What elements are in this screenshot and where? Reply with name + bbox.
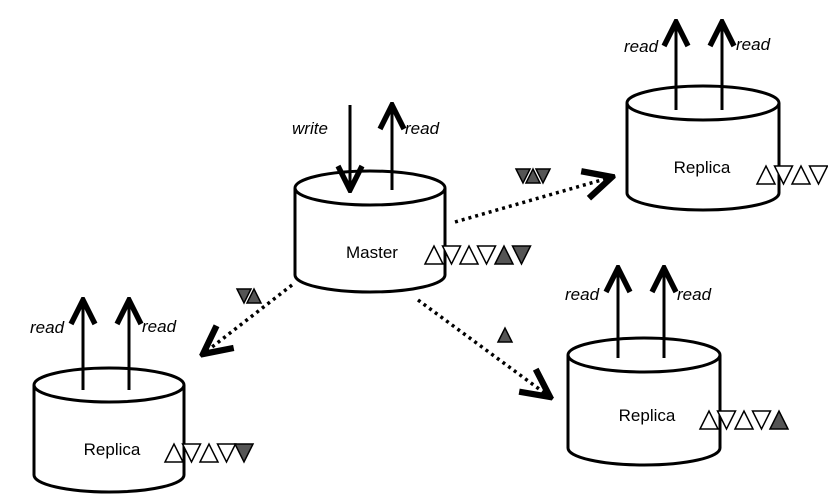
in-flight-token [534, 168, 552, 185]
replica-bottom-right-node: Replica read read [565, 268, 790, 467]
in-flight-token [514, 168, 532, 185]
in-flight-token [524, 167, 542, 184]
replica-bottom-left-read-label-2: read [142, 317, 177, 336]
replica-bottom-right-cylinder [566, 355, 722, 467]
in-flight-tokens-top-right [514, 167, 552, 185]
queue-token [423, 244, 445, 265]
replica-bottom-left-cylinder-top [32, 366, 186, 404]
replica-top-right-cylinder-top [625, 84, 781, 122]
master-cylinder [293, 188, 447, 294]
queue-token [458, 244, 480, 265]
queue-token [751, 410, 772, 431]
replica-top-right-queue [755, 164, 828, 186]
queue-token [163, 442, 185, 463]
replica-bottom-right-queue [698, 409, 790, 431]
replica-top-right-read-label-2: read [736, 35, 771, 54]
queue-token [441, 245, 462, 266]
master-read-label: read [405, 119, 440, 138]
in-flight-token [235, 288, 253, 305]
queue-token [808, 165, 828, 186]
queue-token [511, 245, 532, 266]
replica-top-right-cylinder [625, 103, 781, 212]
in-flight-tokens-bottom-right [496, 326, 514, 343]
replica-bottom-left-read-label-1: read [30, 318, 65, 337]
in-flight-token [245, 287, 263, 304]
edge-master-to-replica-bottom-right [416, 298, 550, 397]
replica-bottom-right-read-label-2: read [677, 285, 712, 304]
queue-token [733, 409, 755, 430]
queue-token [198, 442, 220, 463]
replica-top-right-node: Replica read read [624, 22, 828, 212]
master-write-label: write [292, 119, 328, 138]
queue-token [493, 244, 515, 265]
in-flight-token [496, 326, 514, 343]
queue-token [698, 409, 720, 430]
replica-bottom-left-cylinder [32, 385, 186, 494]
replica-top-right-read-label-1: read [624, 37, 659, 56]
replica-bottom-right-cylinder-top [566, 336, 722, 374]
queue-token [233, 443, 255, 464]
master-node: Master write read [292, 105, 532, 294]
replica-bottom-left-queue [163, 442, 255, 464]
queue-token [476, 245, 497, 266]
queue-token [755, 164, 777, 185]
replica-bottom-right-read-label-1: read [565, 285, 600, 304]
replica-top-right-label: Replica [674, 158, 731, 177]
queue-token [790, 164, 812, 185]
queue-token [773, 165, 794, 186]
queue-token [716, 410, 737, 431]
replica-bottom-left-node: Replica read read [30, 300, 255, 494]
master-label: Master [346, 243, 398, 262]
queue-token [216, 443, 237, 464]
replica-bottom-right-label: Replica [619, 406, 676, 425]
queue-token [181, 443, 202, 464]
replica-bottom-left-label: Replica [84, 440, 141, 459]
edge-master-to-replica-bottom-left [203, 283, 294, 354]
master-queue [423, 244, 532, 266]
queue-token [768, 409, 790, 430]
master-cylinder-top [293, 169, 447, 207]
in-flight-tokens-bottom-left [235, 287, 263, 305]
